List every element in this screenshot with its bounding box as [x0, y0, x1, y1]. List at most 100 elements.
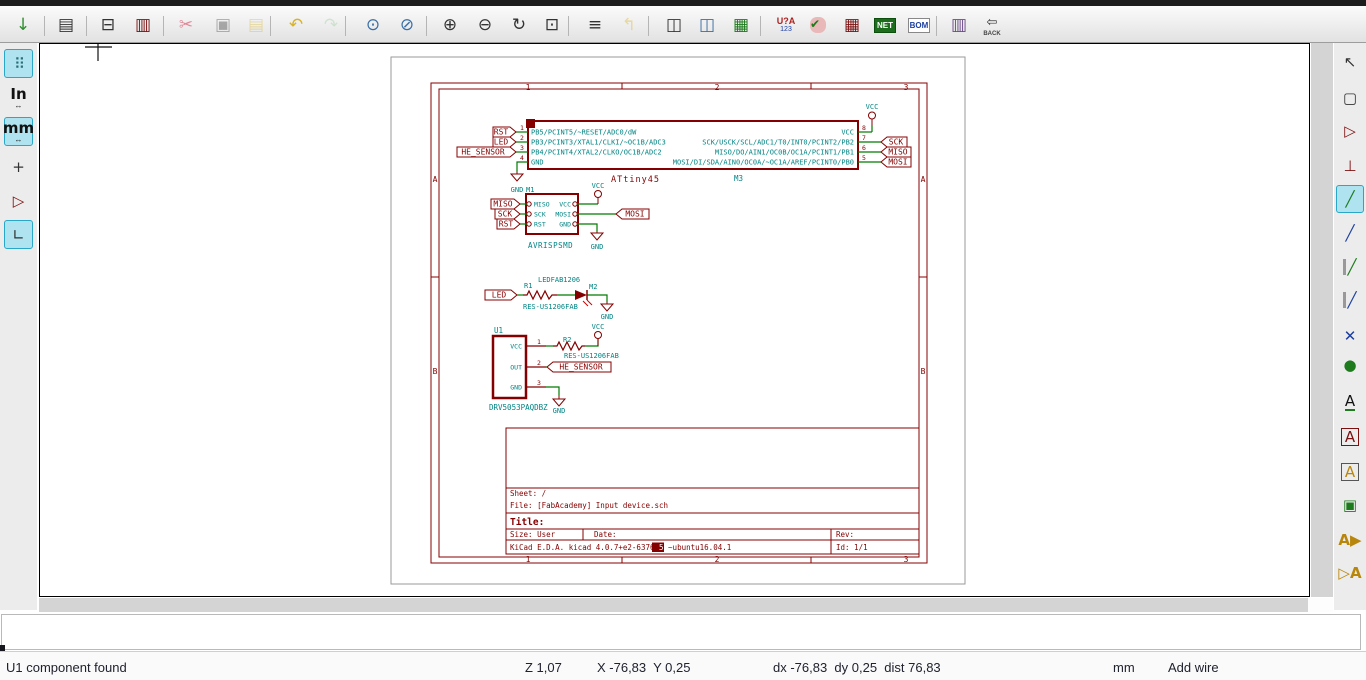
resistor-r2[interactable]: [553, 340, 585, 352]
component-hall-sensor[interactable]: U1 DRV5053PAQDBZ VCC OUT GND 1 2 3 R2 RE…: [489, 323, 619, 415]
place-net-label-tool[interactable]: A: [1336, 388, 1364, 416]
find-replace-button[interactable]: ⊘: [393, 11, 421, 39]
global-labels-isp[interactable]: MISO SCK RST MOSI: [490, 198, 650, 230]
power-gnd-ic[interactable]: GND: [509, 171, 525, 194]
netlist-button[interactable]: NET: [871, 11, 899, 39]
erc-button[interactable]: ✔: [804, 11, 832, 39]
svg-text:A: A: [433, 175, 438, 184]
power-vcc-ic[interactable]: VCC: [866, 103, 879, 125]
global-label-mosi[interactable]: MOSI: [888, 158, 907, 167]
global-label-led[interactable]: LED: [494, 138, 509, 147]
zoom-in-button[interactable]: ⊕: [436, 11, 464, 39]
power-gnd-led[interactable]: GND: [599, 302, 615, 321]
component-attiny45[interactable]: 1 2 3 4 8 7 6 5 PB5/PCINT5/~RESET/ADC0/d…: [516, 119, 881, 185]
print-icon: ⊟: [100, 14, 116, 35]
place-power-port-tool[interactable]: ⊥: [1336, 152, 1364, 180]
opamp-icon: ▷: [12, 191, 25, 210]
global-label-led-branch[interactable]: LED: [492, 291, 507, 300]
undo-button[interactable]: ↶: [282, 11, 310, 39]
led-branch[interactable]: LED R1 RES-US1206FAB LEDFAB1206 M2 GND: [484, 276, 615, 321]
global-labels-ic-right[interactable]: SCK MISO MOSI: [880, 136, 912, 168]
assign-footprints-icon: ▥: [950, 14, 968, 35]
horizontal-scrollbar[interactable]: [39, 598, 1308, 612]
edit-fields-button[interactable]: ▦: [838, 11, 866, 39]
units-inch-button[interactable]: In↔: [4, 83, 33, 112]
global-label-miso-isp[interactable]: MISO: [493, 200, 512, 209]
place-hierarchical-label-tool[interactable]: A: [1336, 458, 1364, 486]
wire-to-bus-entry-tool[interactable]: ╱: [1336, 253, 1364, 281]
svg-text:GND: GND: [591, 243, 604, 251]
bus-to-bus-entry-tool[interactable]: ╱: [1336, 286, 1364, 314]
place-junction-tool[interactable]: ●: [1336, 351, 1364, 379]
global-label-rst-isp[interactable]: RST: [499, 220, 514, 229]
wire[interactable]: [517, 294, 608, 302]
place-wire-tool[interactable]: ╱: [1336, 185, 1364, 213]
bom-button[interactable]: BOM: [905, 11, 933, 39]
power-vcc-hall[interactable]: VCC: [592, 323, 605, 346]
hierarchical-label-icon: A: [1340, 463, 1360, 481]
page-settings-button[interactable]: ▤: [52, 11, 80, 39]
cursor-shape-button[interactable]: +: [4, 152, 33, 181]
global-labels-ic-left[interactable]: RST LED HE_SENSOR: [456, 126, 517, 158]
global-label-sck[interactable]: SCK: [889, 138, 904, 147]
svg-text:B: B: [921, 367, 926, 376]
redraw-button[interactable]: ↻: [505, 11, 533, 39]
power-vcc-isp[interactable]: VCC: [592, 182, 605, 204]
global-label-mosi-isp[interactable]: MOSI: [625, 210, 644, 219]
svg-text:B: B: [433, 367, 438, 376]
hierarchy-navigator-button[interactable]: ≡: [581, 11, 609, 39]
no-connect-tool[interactable]: ✕: [1336, 322, 1364, 350]
status-zoom: Z 1,07: [525, 660, 562, 675]
bom-icon: BOM: [907, 17, 931, 33]
place-component-tool[interactable]: ▷: [1336, 117, 1364, 145]
global-label-he-sensor-shape[interactable]: [546, 361, 612, 373]
global-label-miso[interactable]: MISO: [888, 148, 907, 157]
units-mm-button[interactable]: mm↔: [2, 117, 35, 146]
copy-button[interactable]: ▣: [209, 11, 237, 39]
cut-button[interactable]: ✂: [172, 11, 200, 39]
grid-toggle-button[interactable]: ⠿: [4, 49, 33, 78]
footprint-editor-button[interactable]: ▦: [727, 11, 755, 39]
vertical-scrollbar[interactable]: [1311, 43, 1333, 597]
place-hierarchical-sheet-tool[interactable]: ▣: [1336, 491, 1364, 519]
library-browser-button[interactable]: ◫: [693, 11, 721, 39]
page-settings-icon: ▤: [57, 14, 75, 35]
zoom-fit-button[interactable]: ⊡: [538, 11, 566, 39]
hv-wires-button[interactable]: ∟: [4, 220, 33, 249]
find-button[interactable]: ⊙: [359, 11, 387, 39]
hidden-pins-button[interactable]: ▷: [4, 186, 33, 215]
wire[interactable]: [520, 203, 616, 231]
place-sheet-pin-tool[interactable]: ▷A: [1336, 559, 1364, 587]
paste-button[interactable]: ▤: [242, 11, 270, 39]
status-delta: dx -76,83 dy 0,25 dist 76,83: [773, 660, 941, 675]
led-diode[interactable]: [575, 290, 593, 307]
plot-button[interactable]: ▥: [129, 11, 157, 39]
wire[interactable]: [516, 125, 881, 171]
assign-footprints-button[interactable]: ▥: [945, 11, 973, 39]
redo-button[interactable]: ↷: [317, 11, 345, 39]
svg-text:1: 1: [537, 338, 541, 346]
mm-units-icon: mm: [2, 119, 35, 137]
back-button[interactable]: ⇦BACK: [978, 11, 1006, 39]
resistor-r1[interactable]: [523, 289, 557, 301]
library-editor-button[interactable]: ◫: [660, 11, 688, 39]
highlight-net-tool[interactable]: ▢: [1336, 84, 1364, 112]
print-button[interactable]: ⊟: [94, 11, 122, 39]
hall-pins: [526, 345, 546, 388]
leave-sheet-button[interactable]: ↰: [615, 11, 643, 39]
component-avrisp-header[interactable]: M1 AVRISPSMD MISO SCK RST VCC MOSI GND: [520, 186, 616, 250]
place-bus-tool[interactable]: ╱: [1336, 219, 1364, 247]
import-sheet-pin-tool[interactable]: A▶: [1336, 526, 1364, 554]
global-label-he-sensor[interactable]: HE_SENSOR: [461, 148, 505, 157]
global-label-rst[interactable]: RST: [494, 128, 509, 137]
schematic-canvas[interactable]: 1 2 3 1 2 3 A B A B 1 2 3 4 8: [39, 43, 1310, 597]
power-gnd-hall[interactable]: GND: [551, 395, 567, 415]
global-label-sck-isp[interactable]: SCK: [498, 210, 513, 219]
save-button[interactable]: ↓: [9, 11, 37, 39]
zoom-out-button[interactable]: ⊖: [471, 11, 499, 39]
global-label-he-sensor-hall[interactable]: HE_SENSOR: [559, 363, 603, 372]
place-global-label-tool[interactable]: A: [1336, 423, 1364, 451]
cursor-tool[interactable]: ↖: [1336, 48, 1364, 76]
power-gnd-isp[interactable]: GND: [589, 231, 605, 251]
